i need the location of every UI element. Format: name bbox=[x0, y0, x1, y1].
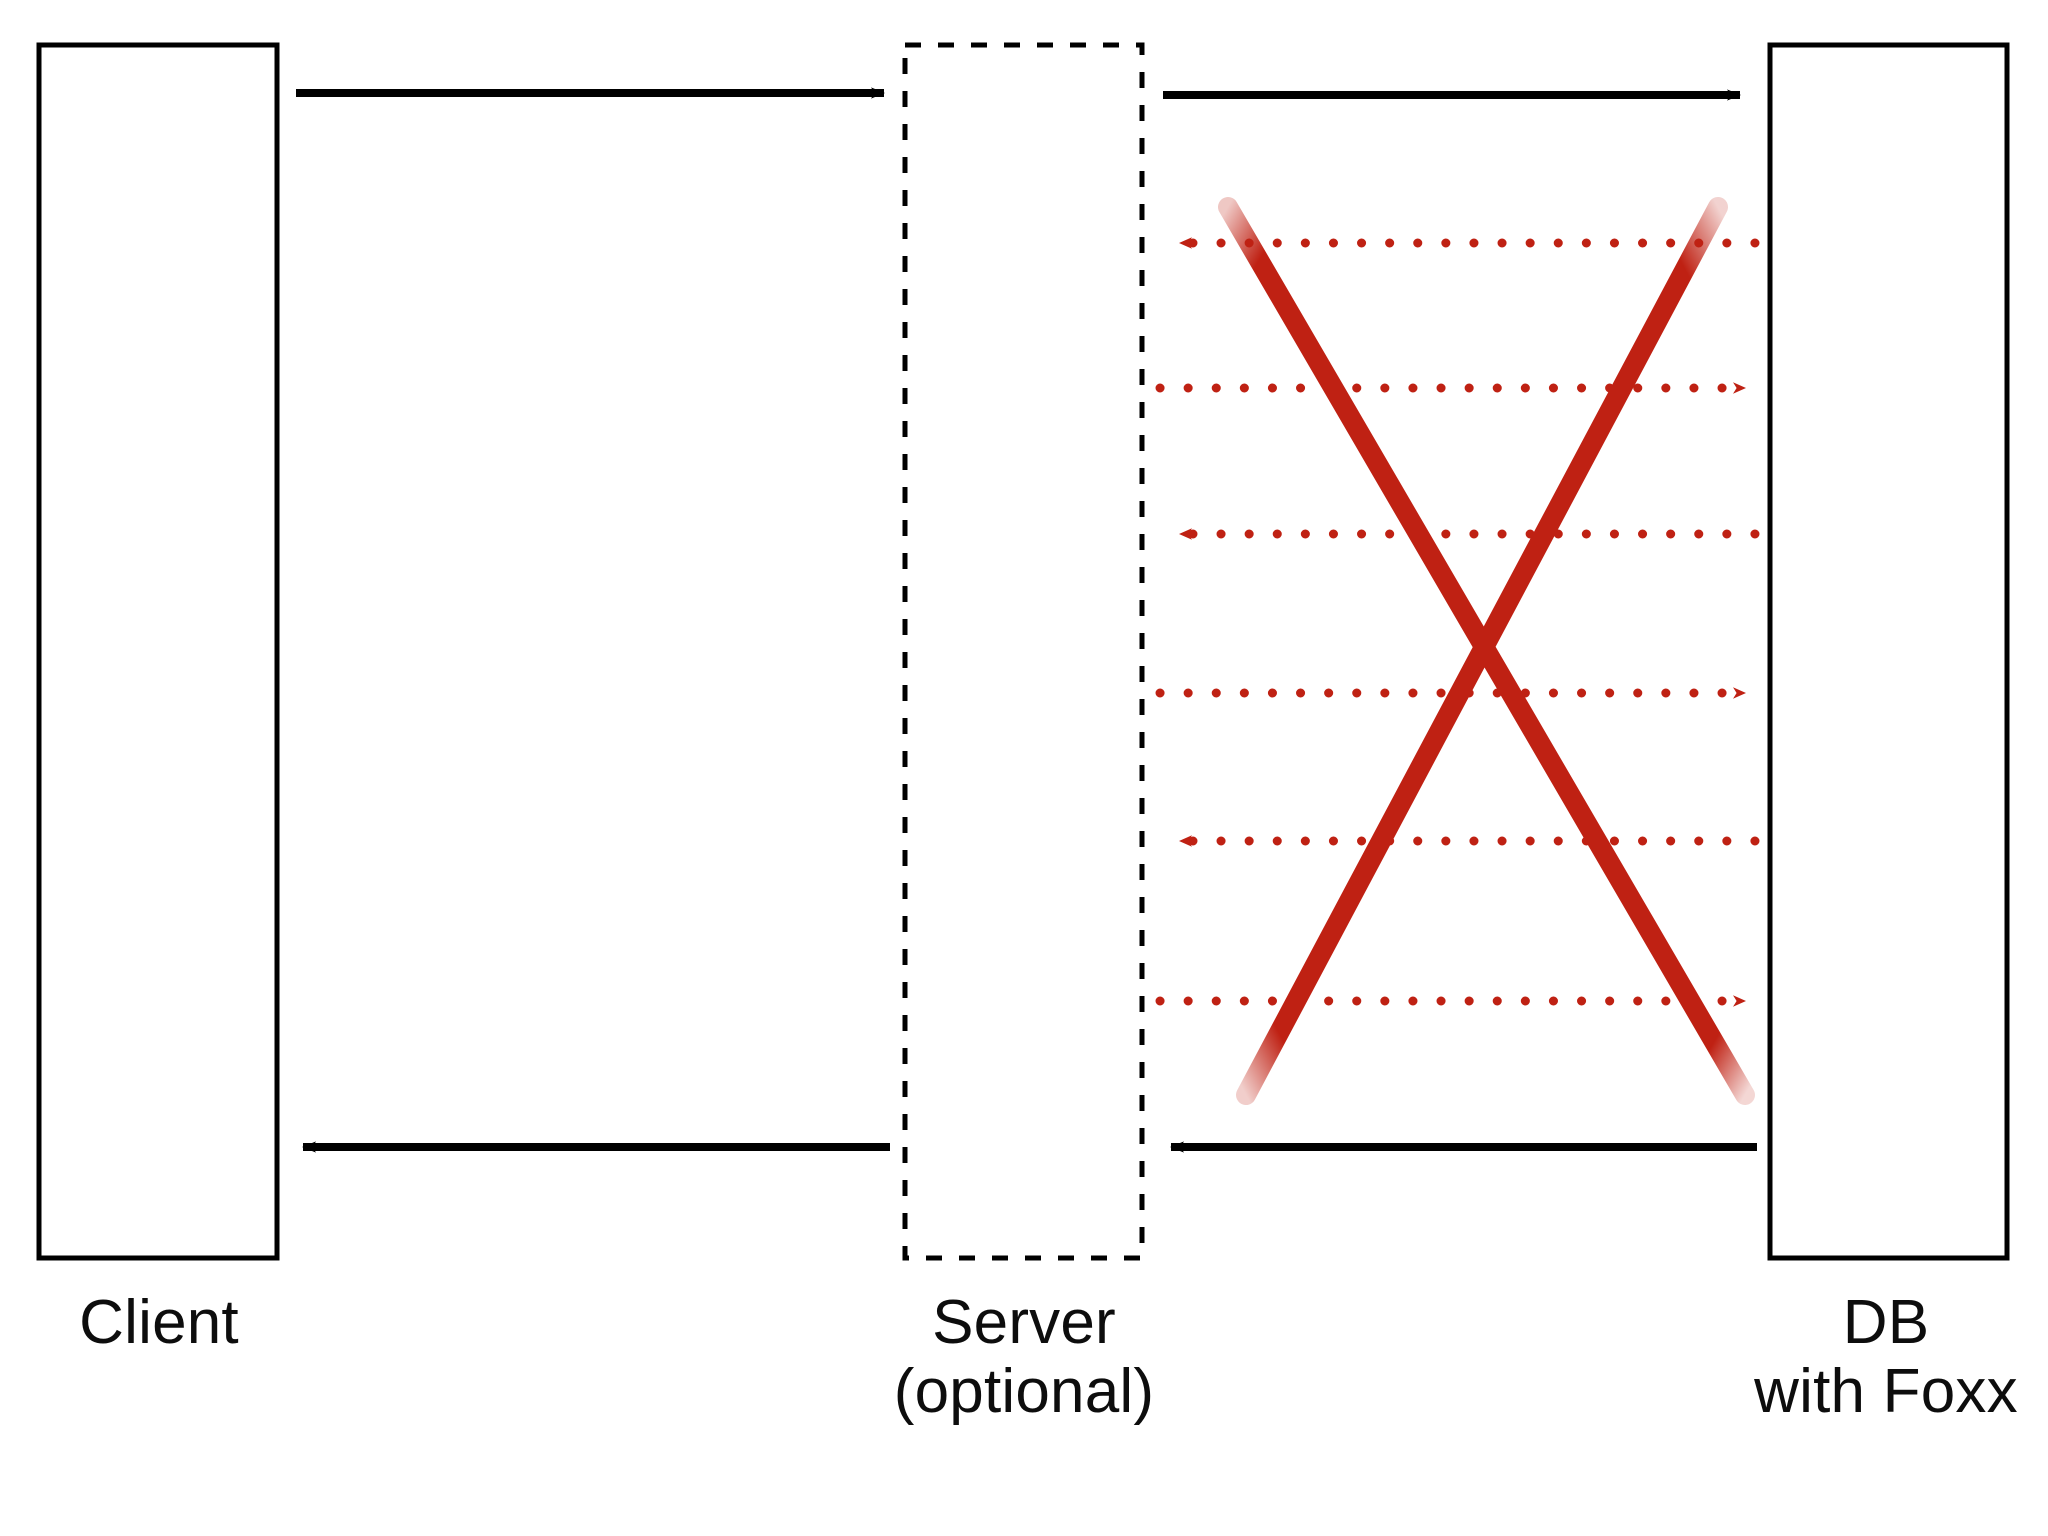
lane-label-db: DB with Foxx bbox=[1724, 1288, 2048, 1427]
lane-label-db-line1: DB bbox=[1842, 1288, 1930, 1357]
lane-box-client[interactable] bbox=[36, 42, 280, 1261]
lane-label-client: Client bbox=[0, 1288, 318, 1357]
lane-label-server-line2: (optional) bbox=[893, 1357, 1155, 1427]
lane-label-server-line1: Server bbox=[932, 1288, 1116, 1357]
lane-label-db-line2: with Foxx bbox=[1754, 1357, 2018, 1427]
lane-box-db[interactable] bbox=[1767, 42, 2010, 1261]
red-cross-out-icon bbox=[1218, 197, 1755, 1105]
lane-label-server: Server (optional) bbox=[856, 1288, 1192, 1427]
lane-label-client-line1: Client bbox=[79, 1288, 239, 1357]
lane-box-server[interactable] bbox=[902, 42, 1145, 1261]
red-dotted-arrow-group bbox=[1155, 237, 1760, 1007]
